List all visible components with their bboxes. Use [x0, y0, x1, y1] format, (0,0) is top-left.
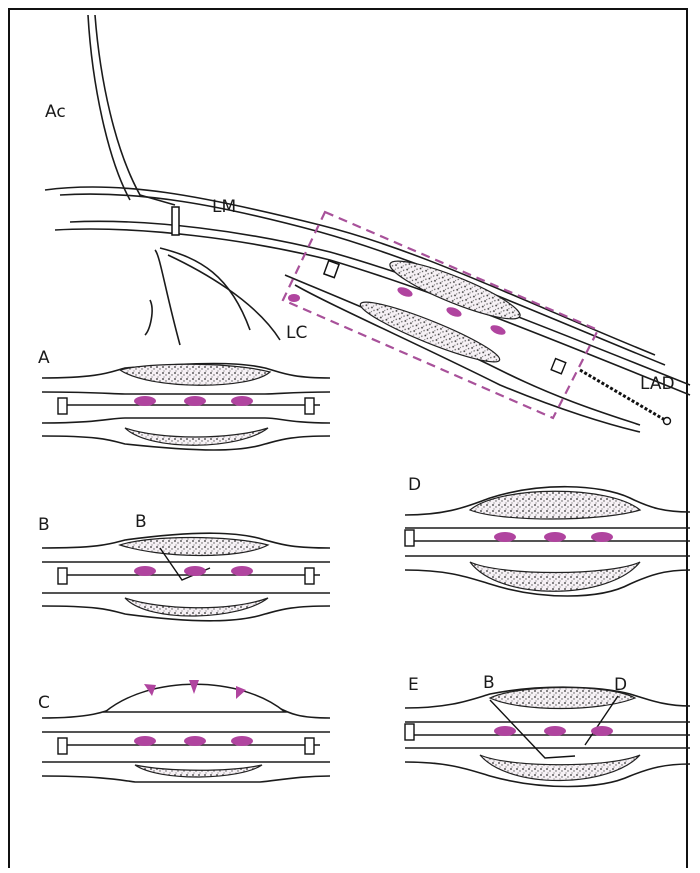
panel-b-plaque-bottom: [125, 598, 268, 616]
panel-a-plaque-top: [120, 364, 270, 385]
panel-d-plaque-bottom: [470, 562, 640, 591]
panel-d-plaque-top: [470, 491, 640, 519]
panel-a-marker-1: [134, 396, 156, 406]
panel-a-label: A: [38, 348, 50, 368]
label-ac: Ac: [45, 102, 66, 122]
branch-left-3: [145, 300, 152, 335]
label-lc: LC: [286, 323, 307, 343]
panel-a: A: [38, 348, 330, 450]
panel-d-label: D: [408, 475, 421, 495]
guide-wire-tip: [664, 418, 671, 425]
distal-marker: [551, 359, 566, 374]
catheter-line-2: [70, 221, 690, 385]
panel-b-annotation-b: B: [135, 512, 147, 532]
panel-c-label: C: [38, 693, 50, 713]
branch-left-1: [155, 250, 180, 345]
branch-left-4: [168, 255, 280, 340]
panel-e-label: E: [408, 675, 419, 695]
panel-a-plaque-bottom: [125, 428, 268, 445]
guide-marker: [324, 261, 339, 278]
panel-c-plaque-bottom: [135, 765, 262, 777]
panel-b: B B: [38, 512, 330, 621]
panel-e: E B D: [405, 673, 690, 787]
panel-d: D: [405, 475, 690, 596]
catheter-marker: [172, 207, 179, 235]
zoom-region-outline: [283, 212, 598, 418]
panel-b-plaque-top: [120, 538, 268, 556]
panel-a-marker-3: [231, 396, 253, 406]
panel-b-label: B: [38, 515, 50, 535]
panel-a-marker-2: [184, 396, 206, 406]
panel-e-annotation-b: B: [483, 673, 495, 693]
overview-marker-2: [445, 305, 463, 318]
overview-marker-3: [489, 323, 507, 336]
label-lad: LAD: [640, 374, 675, 394]
panel-e-plaque-bottom: [480, 755, 640, 781]
overview-marker-lc: [288, 294, 300, 302]
aorta-wall-outer: [95, 15, 175, 205]
panel-c: C: [38, 680, 330, 782]
label-lm: LM: [212, 197, 236, 217]
